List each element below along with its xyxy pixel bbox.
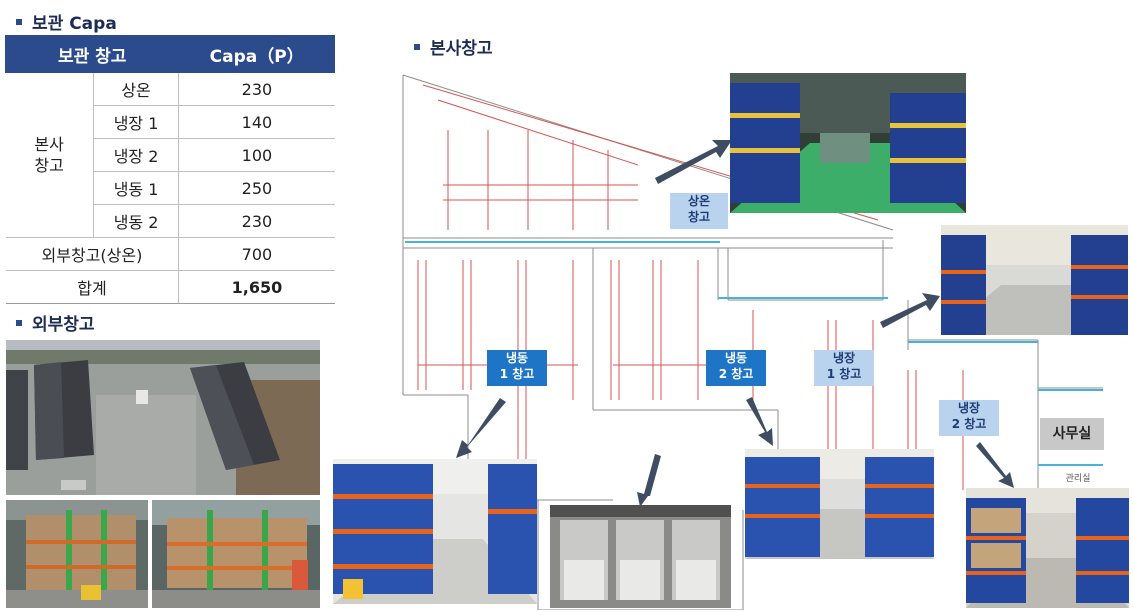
row-name: 냉장 1 [93,105,180,139]
external-aerial-photo [6,340,320,495]
cold-1-photo [941,225,1128,335]
header-warehouse: 보관 창고 [4,35,180,73]
row-capa: 230 [178,204,335,238]
hq-section-title: 본사창고 [414,34,493,59]
loading-dock-photo [550,505,731,608]
total-label: 합계 [5,270,180,304]
table-row: 냉동 1 250 [6,171,335,205]
row-name: 냉동 2 [93,204,180,238]
row-capa: 100 [178,138,335,172]
bullet-icon [16,319,22,326]
room-temp-photo [730,73,966,213]
cold-2-photo [966,488,1129,608]
capa-title-text: 보관 Capa [32,14,117,34]
frozen-2-photo [745,449,934,559]
table-row: 냉동 2 230 [6,204,335,238]
frozen-1-photo [333,459,537,604]
floor-plan [398,70,1133,611]
row-name: 냉동 1 [93,171,180,205]
table-row: 냉장 2 100 [6,138,335,172]
label-mgmt: 관리실 [1058,472,1098,486]
table-row: 냉장 1 140 [6,105,335,139]
row-name: 상온 [93,72,180,106]
label-office-text: 사무실 [1052,426,1092,442]
bullet-icon [16,18,22,25]
external-section-title: 외부창고 [16,310,95,335]
row-name: 외부창고(상온) [5,237,180,271]
row-name: 냉장 2 [93,138,180,172]
bullet-icon [414,43,420,50]
row-capa: 140 [178,105,335,139]
external-title-text: 외부창고 [32,315,95,335]
total-value: 1,650 [178,270,335,304]
header-capa: Capa（P） [178,35,335,73]
row-capa: 230 [178,72,335,106]
hq-title-text: 본사창고 [430,39,493,59]
capa-section-title: 보관 Capa [16,9,117,34]
label-mgmt-text: 관리실 [1065,474,1091,484]
table-header-row: 보관 창고 Capa（P） [4,35,335,73]
external-rack-photo-2 [152,500,320,608]
row-capa: 250 [178,171,335,205]
table-row-external: 외부창고(상온) 700 [5,237,335,271]
table-row-total: 합계 1,650 [5,270,335,304]
external-rack-photo-1 [6,500,148,608]
row-capa: 700 [178,237,335,271]
label-office: 사무실 [1040,418,1104,450]
